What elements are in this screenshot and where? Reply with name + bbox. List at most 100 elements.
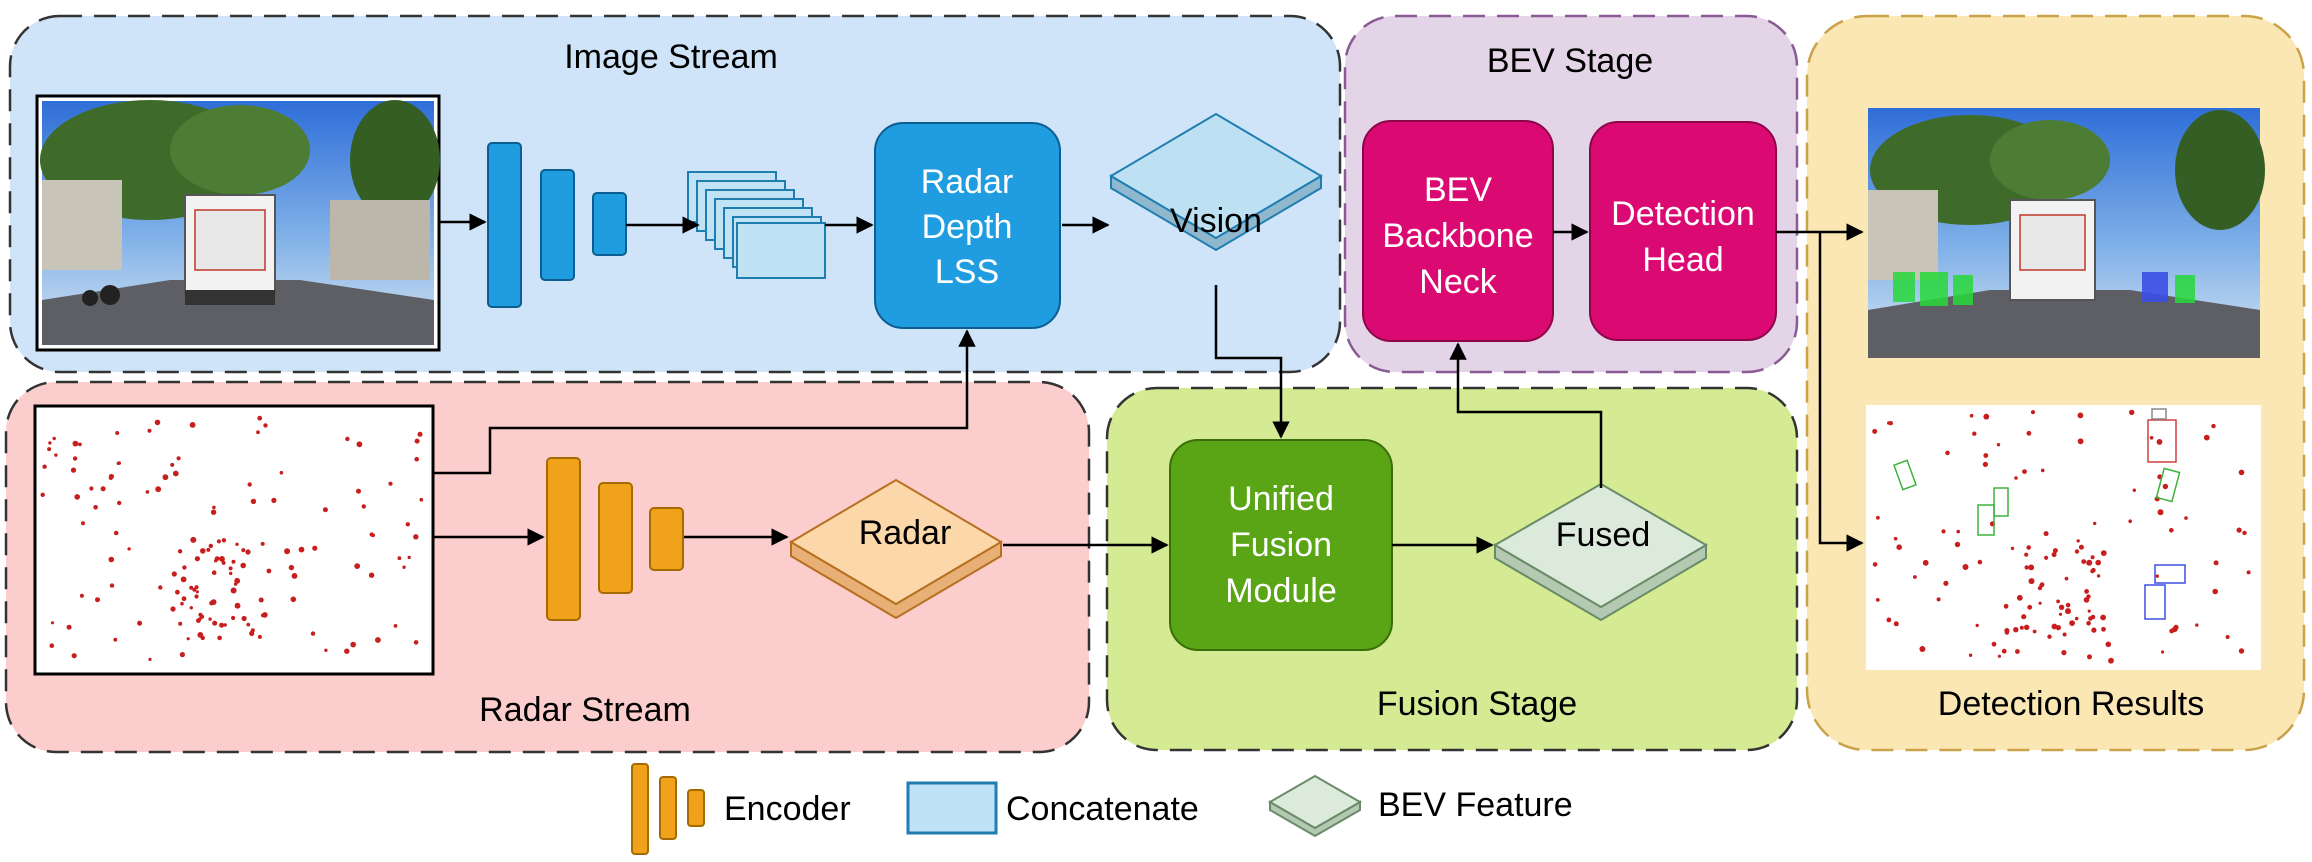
radar-point (2162, 483, 2169, 490)
connectors (433, 213, 1864, 554)
radar-point (414, 438, 420, 444)
radar-point (291, 573, 298, 579)
radar-point (2238, 648, 2245, 654)
radar-point (2058, 612, 2063, 616)
radar-point (186, 637, 190, 641)
radar-point (210, 599, 217, 605)
radar-point (137, 620, 143, 626)
radar-point (2019, 625, 2024, 630)
radar-point (175, 589, 180, 595)
radar-point (2069, 620, 2076, 626)
radar-point (324, 648, 328, 652)
radar-point (1941, 529, 1946, 534)
radar-point (212, 505, 216, 510)
radar-point (2010, 546, 2015, 551)
radar-point (2128, 519, 2132, 523)
radar-point (79, 593, 84, 598)
legend-concatenate-icon (906, 781, 998, 835)
radar-point (1922, 559, 1929, 566)
radar-point (2074, 616, 2079, 621)
legend-encoder-label: Encoder (724, 790, 851, 828)
radar-stream-title: Radar Stream (479, 691, 691, 729)
bev-detection-map (1866, 405, 2261, 670)
radar-point (194, 585, 199, 590)
legend-bev-feature-icon (1268, 774, 1362, 838)
radar-point (208, 617, 212, 621)
radar-point (2087, 654, 2092, 660)
radar-point (1886, 617, 1892, 623)
radar-point (257, 634, 262, 639)
radar-point (2027, 604, 2033, 610)
radar-point (109, 583, 115, 588)
radar-point (115, 431, 120, 435)
radar-point (2083, 597, 2090, 603)
radar-point (221, 538, 227, 543)
unified-fusion-module: Unified Fusion Module (1169, 439, 1393, 651)
radar-point (241, 548, 246, 553)
radar-depth-lss-line1: Radar (921, 163, 1014, 201)
radar-point (2032, 629, 2037, 634)
radar-point (2061, 650, 2067, 656)
unified-fusion-line2: Fusion (1230, 526, 1332, 564)
radar-point (2184, 516, 2188, 520)
radar-point (258, 597, 264, 603)
radar-point (284, 548, 291, 555)
radar-point (66, 624, 72, 630)
radar-point (1983, 453, 1989, 458)
radar-point (208, 543, 213, 549)
radar-point (361, 504, 366, 509)
radar-point (2003, 603, 2009, 609)
radar-point (71, 653, 77, 659)
radar-encoder (546, 457, 684, 621)
legend-concatenate-label: Concatenate (1006, 790, 1199, 828)
radar-point (178, 621, 183, 626)
radar-point (2030, 410, 2036, 415)
radar-point (52, 436, 56, 441)
radar-point (181, 596, 187, 602)
radar-point (2022, 469, 2027, 474)
radar-point (235, 603, 241, 609)
radar-point (148, 657, 152, 662)
radar-point (2242, 530, 2247, 536)
radar-point (247, 482, 252, 487)
detection-results-title: Detection Results (1938, 685, 2204, 723)
radar-point (49, 643, 55, 648)
radar-point (211, 570, 217, 575)
fused-label: Fused (1556, 516, 1651, 554)
radar-point (54, 453, 58, 457)
radar-point (231, 615, 236, 621)
radar-point (2038, 601, 2042, 605)
radar-point (2040, 468, 2045, 473)
radar-point (375, 637, 381, 643)
radar-point (2074, 549, 2080, 554)
radar-point (171, 571, 177, 577)
radar-point (233, 582, 238, 586)
radar-point (1982, 461, 1988, 467)
radar-point (2043, 531, 2049, 537)
radar-point (1968, 653, 1973, 657)
radar-point (419, 497, 424, 502)
legend: Encoder Concatenate BEV Feature (631, 763, 1573, 855)
radar-point (231, 559, 236, 564)
radar-point (230, 587, 237, 594)
radar-point (240, 562, 246, 569)
radar-point (2105, 641, 2112, 648)
radar-point (417, 431, 423, 437)
radar-point (2013, 627, 2019, 633)
radar-point (2051, 552, 2057, 558)
radar-point (108, 556, 115, 563)
radar-point (219, 556, 225, 562)
radar-point (2026, 545, 2031, 550)
radar-point (198, 612, 203, 617)
radar-point (263, 423, 268, 428)
radar-point (2001, 648, 2007, 654)
radar-point (42, 464, 47, 469)
radar-point (2024, 565, 2029, 570)
radar-point (2056, 599, 2061, 604)
radar-point (2016, 594, 2023, 601)
radar-point (246, 622, 251, 627)
radar-point (2024, 624, 2030, 630)
radar-point (210, 509, 217, 515)
radar-point (279, 470, 284, 475)
radar-point (1996, 443, 2001, 447)
